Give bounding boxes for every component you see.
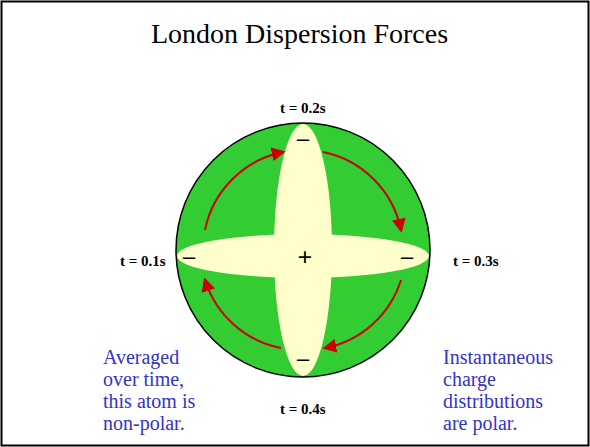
charge-sign: – [297,126,309,150]
charge-sign: – [297,346,309,370]
nucleus-charge: + [298,245,313,271]
charge-sign: – [183,244,195,268]
slide-title: London Dispersion Forces [151,20,448,48]
time-label: t = 0.4s [280,402,326,417]
time-label: t = 0.2s [280,101,326,116]
time-label: t = 0.3s [453,254,499,269]
note-text: Averaged over time, this atom is non-pol… [103,346,215,434]
time-label: t = 0.1s [120,254,166,269]
atom-circle: – – + – – [175,122,431,378]
note-text: Instantaneous charge distributions are p… [443,346,565,434]
charge-sign: – [401,244,413,268]
